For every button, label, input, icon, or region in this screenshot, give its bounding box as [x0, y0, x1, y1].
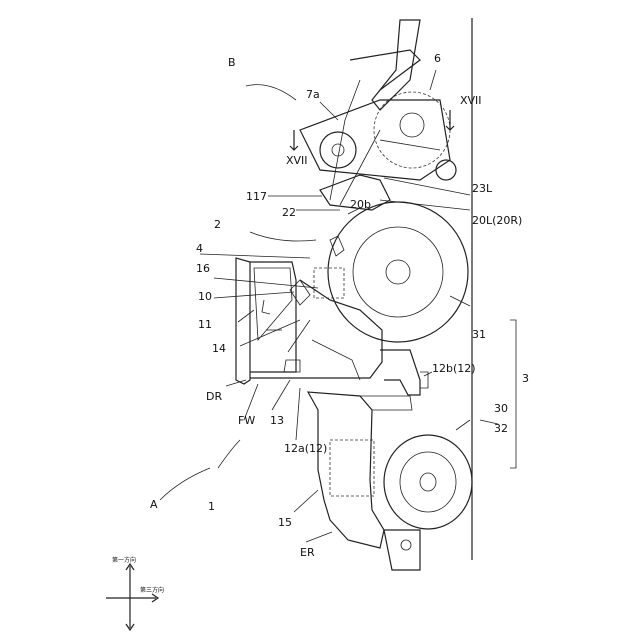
label-11: 11 — [198, 318, 212, 331]
label-20L: 20L(20R) — [472, 214, 522, 227]
engine-hood — [308, 392, 412, 548]
label-7a: 7a — [306, 88, 320, 101]
label-32: 32 — [494, 422, 508, 435]
seat — [290, 280, 310, 305]
label-22: 22 — [282, 206, 296, 219]
label-30: 30 — [494, 402, 508, 415]
front-wheel — [384, 435, 472, 529]
implement-hitch — [300, 20, 456, 210]
label-6: 6 — [434, 52, 441, 65]
label-20b: 20b — [350, 198, 371, 211]
label-DR: DR — [206, 390, 222, 403]
label-12a: 12a(12) — [284, 442, 327, 455]
label-31: 31 — [472, 328, 486, 341]
label-10: 10 — [198, 290, 212, 303]
chassis-frame — [380, 350, 420, 395]
label-direction-1: 第一方向 — [112, 556, 136, 564]
label-16: 16 — [196, 262, 210, 275]
label-15: 15 — [278, 516, 292, 529]
label-xvii-left: XVII — [286, 154, 308, 167]
label-xvii-top: XVII — [460, 94, 482, 107]
label-ER: ER — [300, 546, 315, 559]
label-3: 3 — [522, 372, 529, 385]
label-A: A — [150, 498, 158, 511]
label-13: 13 — [270, 414, 284, 427]
label-12b: 12b(12) — [432, 362, 476, 375]
label-4: 4 — [196, 242, 203, 255]
label-2: 2 — [214, 218, 221, 231]
label-B: B — [228, 56, 236, 69]
section-marks — [290, 110, 454, 150]
label-117: 117 — [246, 190, 267, 203]
leader-lines — [160, 70, 516, 542]
label-14: 14 — [212, 342, 226, 355]
front-bumper — [384, 530, 420, 570]
label-1: 1 — [208, 500, 215, 513]
rear-wheel — [328, 202, 468, 342]
label-23L: 23L — [472, 182, 493, 195]
label-direction-2: 第三方向 — [140, 586, 164, 594]
label-FW: FW — [238, 414, 255, 427]
direction-indicator — [106, 564, 158, 630]
